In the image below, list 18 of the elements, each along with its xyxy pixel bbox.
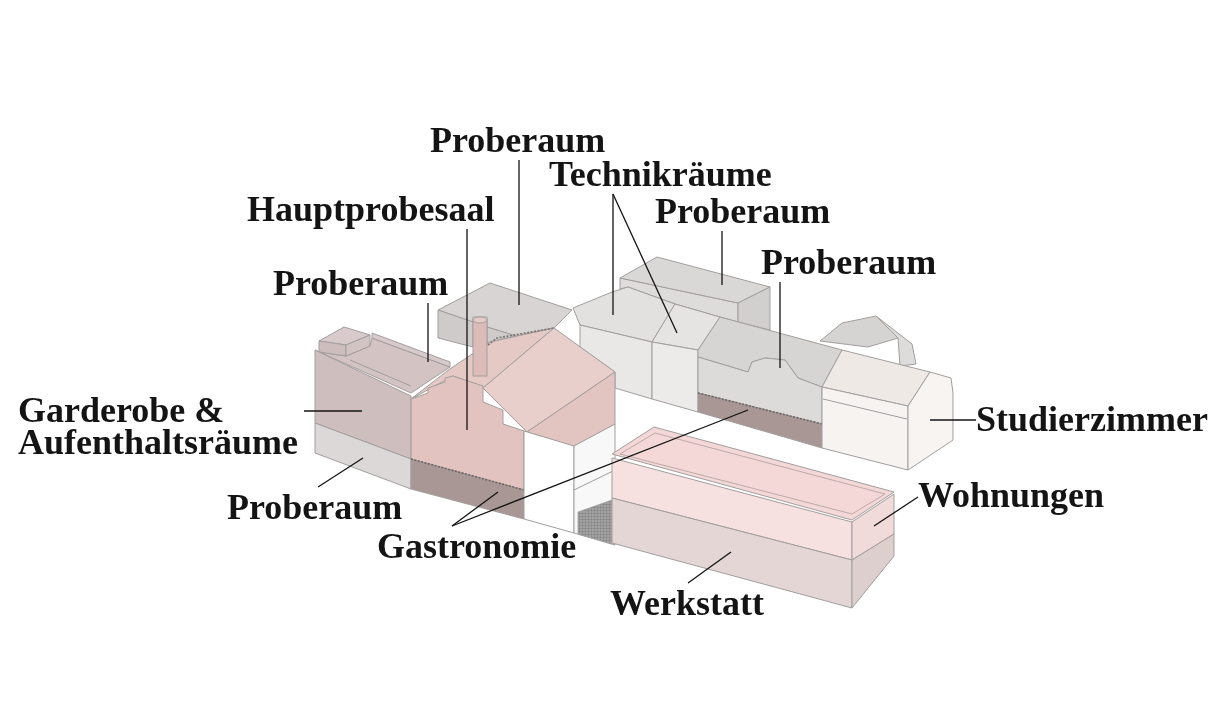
room-label: Proberaum: [273, 263, 449, 303]
room-label: Proberaum: [655, 191, 831, 231]
room-label: Wohnungen: [918, 475, 1105, 515]
leader-line: [518, 159, 520, 306]
room-label: Proberaum: [227, 487, 403, 527]
leader-line: [929, 419, 977, 421]
room-label: Hauptprobesaal: [247, 189, 495, 229]
leader-line: [612, 193, 614, 316]
room-label: Garderobe & Aufenthaltsräume: [18, 394, 304, 458]
leader-line: [687, 551, 732, 584]
leader-line: [721, 230, 723, 286]
room-label: Werkstatt: [610, 583, 764, 623]
facade: [314, 349, 412, 460]
room-label: Studierzimmer: [976, 399, 1208, 439]
leader-line: [317, 457, 364, 488]
room-label: Proberaum: [761, 242, 937, 282]
floor-band: [314, 422, 412, 490]
leader-line: [612, 193, 678, 334]
